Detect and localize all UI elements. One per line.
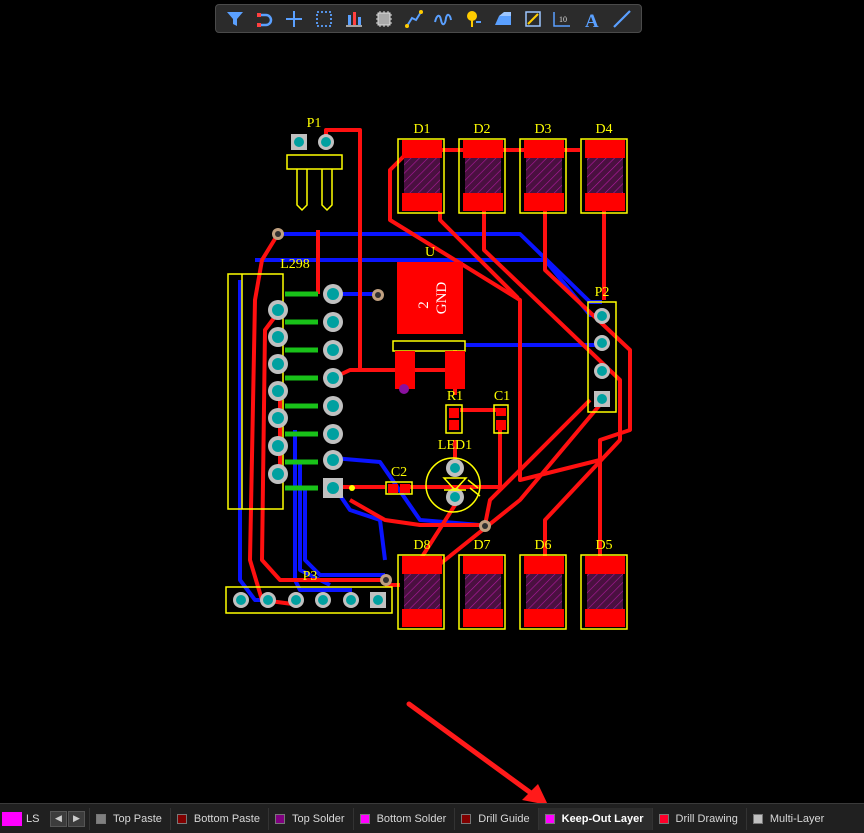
tab-bottom-solder[interactable]: Bottom Solder: [352, 807, 455, 830]
label-c1: C1: [494, 389, 510, 404]
label-p3: P3: [303, 569, 318, 584]
l298-pin-bars: [285, 291, 318, 491]
tab-label: Keep-Out Layer: [561, 812, 644, 825]
smd-pads[interactable]: [388, 408, 506, 493]
diode-d6: [524, 556, 564, 627]
tab-label: Bottom Paste: [193, 812, 260, 825]
led1[interactable]: [442, 459, 481, 506]
polygon-icon[interactable]: [518, 6, 548, 32]
ls-label: LS: [26, 812, 40, 825]
swatch-top-paste: [96, 813, 106, 824]
regulator-u[interactable]: 2 GND: [395, 262, 465, 394]
label-d3: D3: [534, 122, 551, 137]
tab-label: Top Paste: [113, 812, 162, 825]
tab-label: Top Solder: [291, 812, 345, 825]
label-p1: P1: [307, 116, 322, 131]
header-p3[interactable]: [233, 592, 386, 608]
l298-pins[interactable]: [268, 284, 355, 498]
diode-d3: [524, 140, 564, 211]
label-c2: C2: [391, 465, 407, 480]
route-icon[interactable]: [399, 6, 429, 32]
pcb-canvas[interactable]: 2 GND: [0, 0, 864, 805]
tab-label: Drill Guide: [478, 812, 530, 825]
tab-top-solder[interactable]: Top Solder: [267, 807, 353, 830]
line-icon[interactable]: [607, 6, 637, 32]
tab-keep-out-layer[interactable]: Keep-Out Layer: [537, 807, 652, 830]
text-icon[interactable]: A: [577, 6, 607, 32]
label-d8: D8: [413, 538, 430, 553]
interactive-route-icon[interactable]: [428, 6, 458, 32]
filter-icon[interactable]: [220, 6, 250, 32]
swatch-drill-drawing: [658, 813, 669, 824]
fill-icon[interactable]: [488, 6, 518, 32]
diode-d8: [402, 556, 442, 627]
label-d6: D6: [534, 538, 551, 553]
label-r1: R1: [447, 389, 463, 404]
connect-icon[interactable]: [250, 6, 280, 32]
tab-drill-drawing[interactable]: Drill Drawing: [651, 807, 746, 830]
align-icon[interactable]: [339, 6, 369, 32]
diodes-top[interactable]: [402, 140, 625, 211]
tab-multi-layer[interactable]: Multi-Layer: [745, 807, 832, 830]
svg-text:A: A: [585, 11, 599, 30]
diode-d1: [402, 140, 442, 211]
tab-bottom-paste[interactable]: Bottom Paste: [169, 807, 268, 830]
current-layer-swatch: [2, 811, 22, 826]
dimension-icon[interactable]: 10: [548, 6, 578, 32]
tab-label: Drill Drawing: [675, 812, 738, 825]
layer-set-selector[interactable]: LS: [2, 810, 46, 828]
diode-d2: [463, 140, 503, 211]
swatch-multi-layer: [752, 813, 763, 824]
diode-d5: [585, 556, 625, 627]
swatch-bottom-paste: [176, 813, 187, 824]
u-pad-number: 2: [416, 301, 432, 309]
annotation-arrow: [406, 701, 548, 805]
tab-drill-guide[interactable]: Drill Guide: [454, 807, 537, 830]
label-d7: D7: [473, 538, 490, 553]
pin-icon[interactable]: [458, 6, 488, 32]
scroll-left-button[interactable]: ◀: [50, 810, 67, 827]
swatch-drill-guide: [461, 813, 472, 824]
scroll-right-button[interactable]: ▶: [68, 810, 85, 827]
label-u: U: [425, 245, 435, 260]
component-icon[interactable]: [369, 6, 399, 32]
swatch-keep-out-layer: [544, 813, 555, 824]
vias[interactable]: [272, 228, 491, 586]
label-p2: P2: [595, 285, 610, 300]
tab-label: Bottom Solder: [376, 812, 447, 825]
diodes-bottom[interactable]: [402, 556, 625, 627]
diode-d4: [585, 140, 625, 211]
pcb-board[interactable]: 2 GND: [0, 0, 864, 805]
u-gnd-label: GND: [434, 282, 450, 315]
swatch-top-solder: [274, 813, 285, 824]
tab-label: Multi-Layer: [769, 812, 825, 825]
svg-text:10: 10: [559, 15, 567, 24]
diode-d7: [463, 556, 503, 627]
header-p1[interactable]: [291, 134, 334, 150]
label-d5: D5: [595, 538, 612, 553]
label-d4: D4: [595, 122, 612, 137]
select-rect-icon[interactable]: [309, 6, 339, 32]
header-p2[interactable]: [594, 308, 610, 407]
label-d2: D2: [473, 122, 490, 137]
active-bar-toolbar: 10 A: [215, 4, 642, 33]
tab-top-paste[interactable]: Top Paste: [89, 807, 170, 830]
layer-tab-bar: LS ◀ ▶ Top Paste Bottom Paste Top Solder…: [0, 803, 864, 833]
label-l298: L298: [280, 257, 310, 272]
designator-labels: P1 L298 U P2 R1 C1 LED1 C2 P3 D1 D2 D3 D…: [280, 116, 612, 584]
swatch-bottom-solder: [359, 813, 370, 824]
crosshair-icon[interactable]: [280, 6, 310, 32]
label-led1: LED1: [438, 438, 472, 453]
label-d1: D1: [413, 122, 430, 137]
silkscreen-overlay: [225, 138, 628, 630]
